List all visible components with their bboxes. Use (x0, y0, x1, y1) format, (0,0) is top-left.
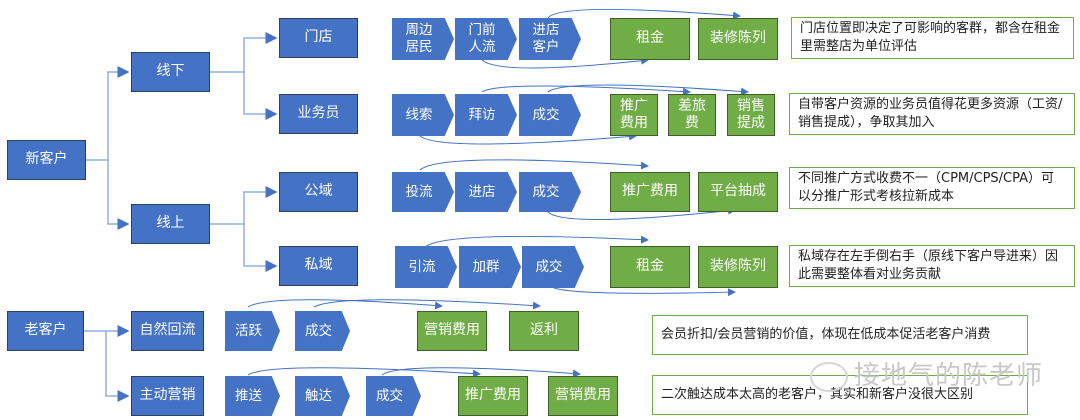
flow-arc (481, 85, 691, 96)
cost-active_marketing[interactable]: 营销费用 (548, 376, 618, 416)
cost-natural_return[interactable]: 营销费用 (417, 311, 487, 351)
note-public-domain: 不同推广方式收费不一（CPM/CPS/CPA）可以分推广形式考核拉新成本 (789, 167, 1075, 209)
connector (210, 186, 278, 225)
channel-offline[interactable]: 线下 (131, 52, 210, 92)
note-natural-return: 会员折扣/会员营销的价值，体现在低成本促活老客户消费 (652, 315, 1028, 355)
connector (243, 224, 278, 272)
connector (86, 66, 130, 161)
channel-active-marketing[interactable]: 主动营销 (131, 376, 204, 416)
watermark: 接地气的陈老师 (810, 355, 1043, 392)
cost-store[interactable]: 租金 (610, 18, 690, 60)
step-public_domain[interactable]: 进店 (455, 172, 517, 212)
cost-public_domain[interactable]: 平台抽成 (698, 172, 778, 212)
flow-arc (313, 299, 541, 310)
flow-arc (419, 159, 649, 171)
channel-natural-return[interactable]: 自然回流 (131, 311, 204, 351)
cost-public_domain[interactable]: 推广费用 (610, 172, 690, 212)
step-active_marketing[interactable]: 成交 (366, 376, 421, 416)
root-old-customer[interactable]: 老客户 (7, 311, 84, 351)
channel-online[interactable]: 线上 (131, 204, 210, 244)
step-store[interactable]: 门前 人流 (455, 18, 517, 60)
root-new-customer[interactable]: 新客户 (7, 140, 86, 180)
cost-salesperson[interactable]: 推广 费用 (610, 94, 658, 136)
step-public_domain[interactable]: 成交 (519, 172, 581, 212)
note-private-domain: 私域存在左手倒右手（原线下客户导进来）因此需要整体看对业务贡献 (789, 245, 1075, 287)
step-private_domain[interactable]: 成交 (522, 246, 584, 288)
cost-private_domain[interactable]: 装修陈列 (698, 246, 778, 288)
step-store[interactable]: 进店 客户 (519, 18, 581, 60)
subchannel-salesperson[interactable]: 业务员 (279, 94, 358, 134)
subchannel-store[interactable]: 门店 (279, 18, 358, 58)
flow-arc (481, 56, 649, 69)
cost-salesperson[interactable]: 差旅 费 (668, 94, 716, 136)
cost-natural_return[interactable]: 返利 (509, 311, 579, 351)
step-public_domain[interactable]: 投流 (392, 172, 454, 212)
step-private_domain[interactable]: 加群 (459, 246, 521, 288)
flow-arc (547, 84, 749, 96)
cost-private_domain[interactable]: 租金 (610, 246, 690, 288)
flow-arc (381, 367, 581, 378)
step-private_domain[interactable]: 引流 (395, 246, 457, 288)
note-salesperson: 自带客户资源的业务员值得花更多资源（工资/销售提成），争取其加入 (789, 93, 1075, 135)
watermark-text: 接地气的陈老师 (854, 361, 1044, 391)
flow-arc (547, 8, 741, 20)
flow-arc (247, 367, 481, 378)
flow-arc (247, 299, 443, 310)
cost-store[interactable]: 装修陈列 (698, 18, 778, 60)
connector (210, 32, 278, 73)
step-natural_return[interactable]: 活跃 (225, 311, 280, 351)
connector (105, 331, 130, 402)
subchannel-public-domain[interactable]: 公域 (279, 172, 358, 212)
connector (107, 160, 130, 230)
step-natural_return[interactable]: 成交 (295, 311, 350, 351)
step-salesperson[interactable]: 成交 (519, 94, 581, 136)
connector (243, 72, 278, 120)
cost-salesperson[interactable]: 销售 提成 (727, 94, 775, 136)
flow-arc (553, 287, 736, 297)
subchannel-private-domain[interactable]: 私域 (279, 246, 358, 286)
step-store[interactable]: 周边 居民 (392, 18, 454, 60)
note-store: 门店位置即决定了可影响的客群，都含在租金里需整店为单位评估 (791, 17, 1074, 59)
step-active_marketing[interactable]: 推送 (225, 376, 280, 416)
cost-active_marketing[interactable]: 推广费用 (458, 376, 528, 416)
step-salesperson[interactable]: 线索 (392, 94, 454, 136)
step-active_marketing[interactable]: 触达 (295, 376, 350, 416)
flow-arc (419, 132, 637, 145)
step-salesperson[interactable]: 拜访 (455, 94, 517, 136)
wechat-icon (810, 361, 848, 392)
